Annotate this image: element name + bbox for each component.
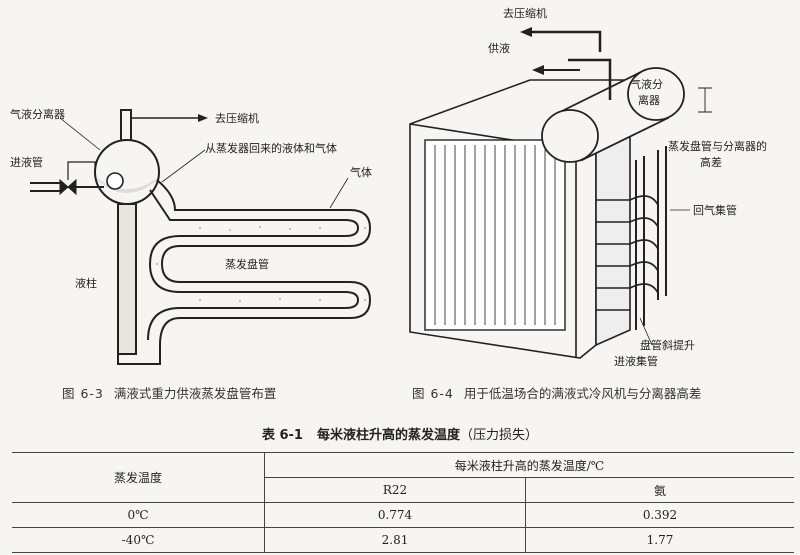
label-to-compressor-r: 去压缩机 bbox=[503, 6, 547, 20]
table-title-text: 每米液柱升高的蒸发温度 bbox=[316, 428, 460, 443]
header-r22: R22 bbox=[264, 477, 526, 503]
cell-ammonia: 1.77 bbox=[525, 527, 794, 553]
separator-cylinder bbox=[541, 67, 685, 163]
table-title-paren: （压力损失） bbox=[460, 428, 539, 443]
label-inlet-pipe: 进液管 bbox=[10, 155, 43, 169]
caption-6-4-number: 图 6-4 bbox=[412, 386, 454, 401]
cell-temp: 0℃ bbox=[12, 502, 265, 528]
label-separator-l1: 气液分 bbox=[630, 77, 663, 91]
cell-r22: 2.81 bbox=[264, 527, 526, 553]
label-gas: 气体 bbox=[350, 165, 372, 179]
label-separator: 气液分离器 bbox=[10, 107, 65, 121]
evaporator-coil bbox=[147, 179, 372, 346]
table-row: 0℃ 0.774 0.392 bbox=[12, 502, 794, 528]
label-inlet-header: 进液集管 bbox=[614, 354, 658, 368]
cell-temp: -40℃ bbox=[12, 527, 265, 553]
inclined-coils bbox=[596, 195, 659, 311]
arrow-to-compressor bbox=[198, 114, 208, 122]
table-6-1: 蒸发温度 每米液柱升高的蒸发温度/℃ R22 氨 0℃ 0.774 0.392 … bbox=[12, 452, 794, 553]
table-number: 表 6-1 bbox=[261, 428, 303, 443]
caption-6-3: 图 6-3 满液式重力供液蒸发盘管布置 bbox=[62, 383, 276, 402]
cell-ammonia: 0.392 bbox=[525, 502, 794, 528]
header-group: 每米液柱升高的蒸发温度/℃ bbox=[264, 452, 794, 478]
caption-6-4: 图 6-4 用于低温场合的满液式冷风机与分离器高差 bbox=[412, 383, 701, 402]
label-height-diff-l1: 蒸发盘管与分离器的 bbox=[668, 139, 767, 153]
caption-6-3-number: 图 6-3 bbox=[62, 386, 104, 401]
label-return-header: 回气集管 bbox=[693, 203, 737, 217]
label-liquid-column: 液柱 bbox=[75, 276, 97, 290]
cell-r22: 0.774 bbox=[264, 502, 526, 528]
figure-6-4: 去压缩机 供液 气液分 离器 蒸发盘管与分离器的 高差 回气集管 盘管斜提升 进… bbox=[400, 0, 800, 380]
table-header-row-1: 蒸发温度 每米液柱升高的蒸发温度/℃ bbox=[12, 452, 794, 503]
inlet-valve bbox=[59, 178, 77, 196]
figure-6-4-drawing: 去压缩机 供液 气液分 离器 蒸发盘管与分离器的 高差 回气集管 盘管斜提升 进… bbox=[409, 6, 767, 368]
table-row: -40℃ 2.81 1.77 bbox=[12, 527, 794, 553]
table-header-row-2: R22 氨 bbox=[12, 477, 794, 503]
header-ammonia: 氨 bbox=[525, 477, 794, 503]
caption-6-4-text: 用于低温场合的满液式冷风机与分离器高差 bbox=[463, 386, 702, 401]
figure-6-3: 气液分离器 去压缩机 进液管 从蒸发器回来的液体和气体 气体 液柱 蒸发盘管 bbox=[0, 0, 400, 380]
label-coil: 蒸发盘管 bbox=[225, 257, 269, 271]
label-supply: 供液 bbox=[488, 41, 510, 55]
label-to-compressor: 去压缩机 bbox=[215, 111, 259, 125]
table-6-1-title: 表 6-1 每米液柱升高的蒸发温度（压力损失） bbox=[0, 424, 800, 443]
label-separator-l2: 离器 bbox=[638, 93, 660, 107]
liquid-column bbox=[117, 203, 137, 355]
label-return-note: 从蒸发器回来的液体和气体 bbox=[205, 141, 337, 155]
float-ball bbox=[106, 172, 124, 190]
coil-fins bbox=[434, 145, 556, 325]
figure-6-3-drawing: 气液分离器 去压缩机 进液管 从蒸发器回来的液体和气体 气体 液柱 蒸发盘管 bbox=[10, 107, 372, 365]
label-height-diff-l2: 高差 bbox=[700, 155, 722, 169]
separator-drum bbox=[94, 139, 160, 205]
label-coil-incline: 盘管斜提升 bbox=[640, 338, 695, 352]
caption-6-3-text: 满液式重力供液蒸发盘管布置 bbox=[113, 386, 277, 401]
header-evap-temp: 蒸发温度 bbox=[12, 452, 265, 503]
